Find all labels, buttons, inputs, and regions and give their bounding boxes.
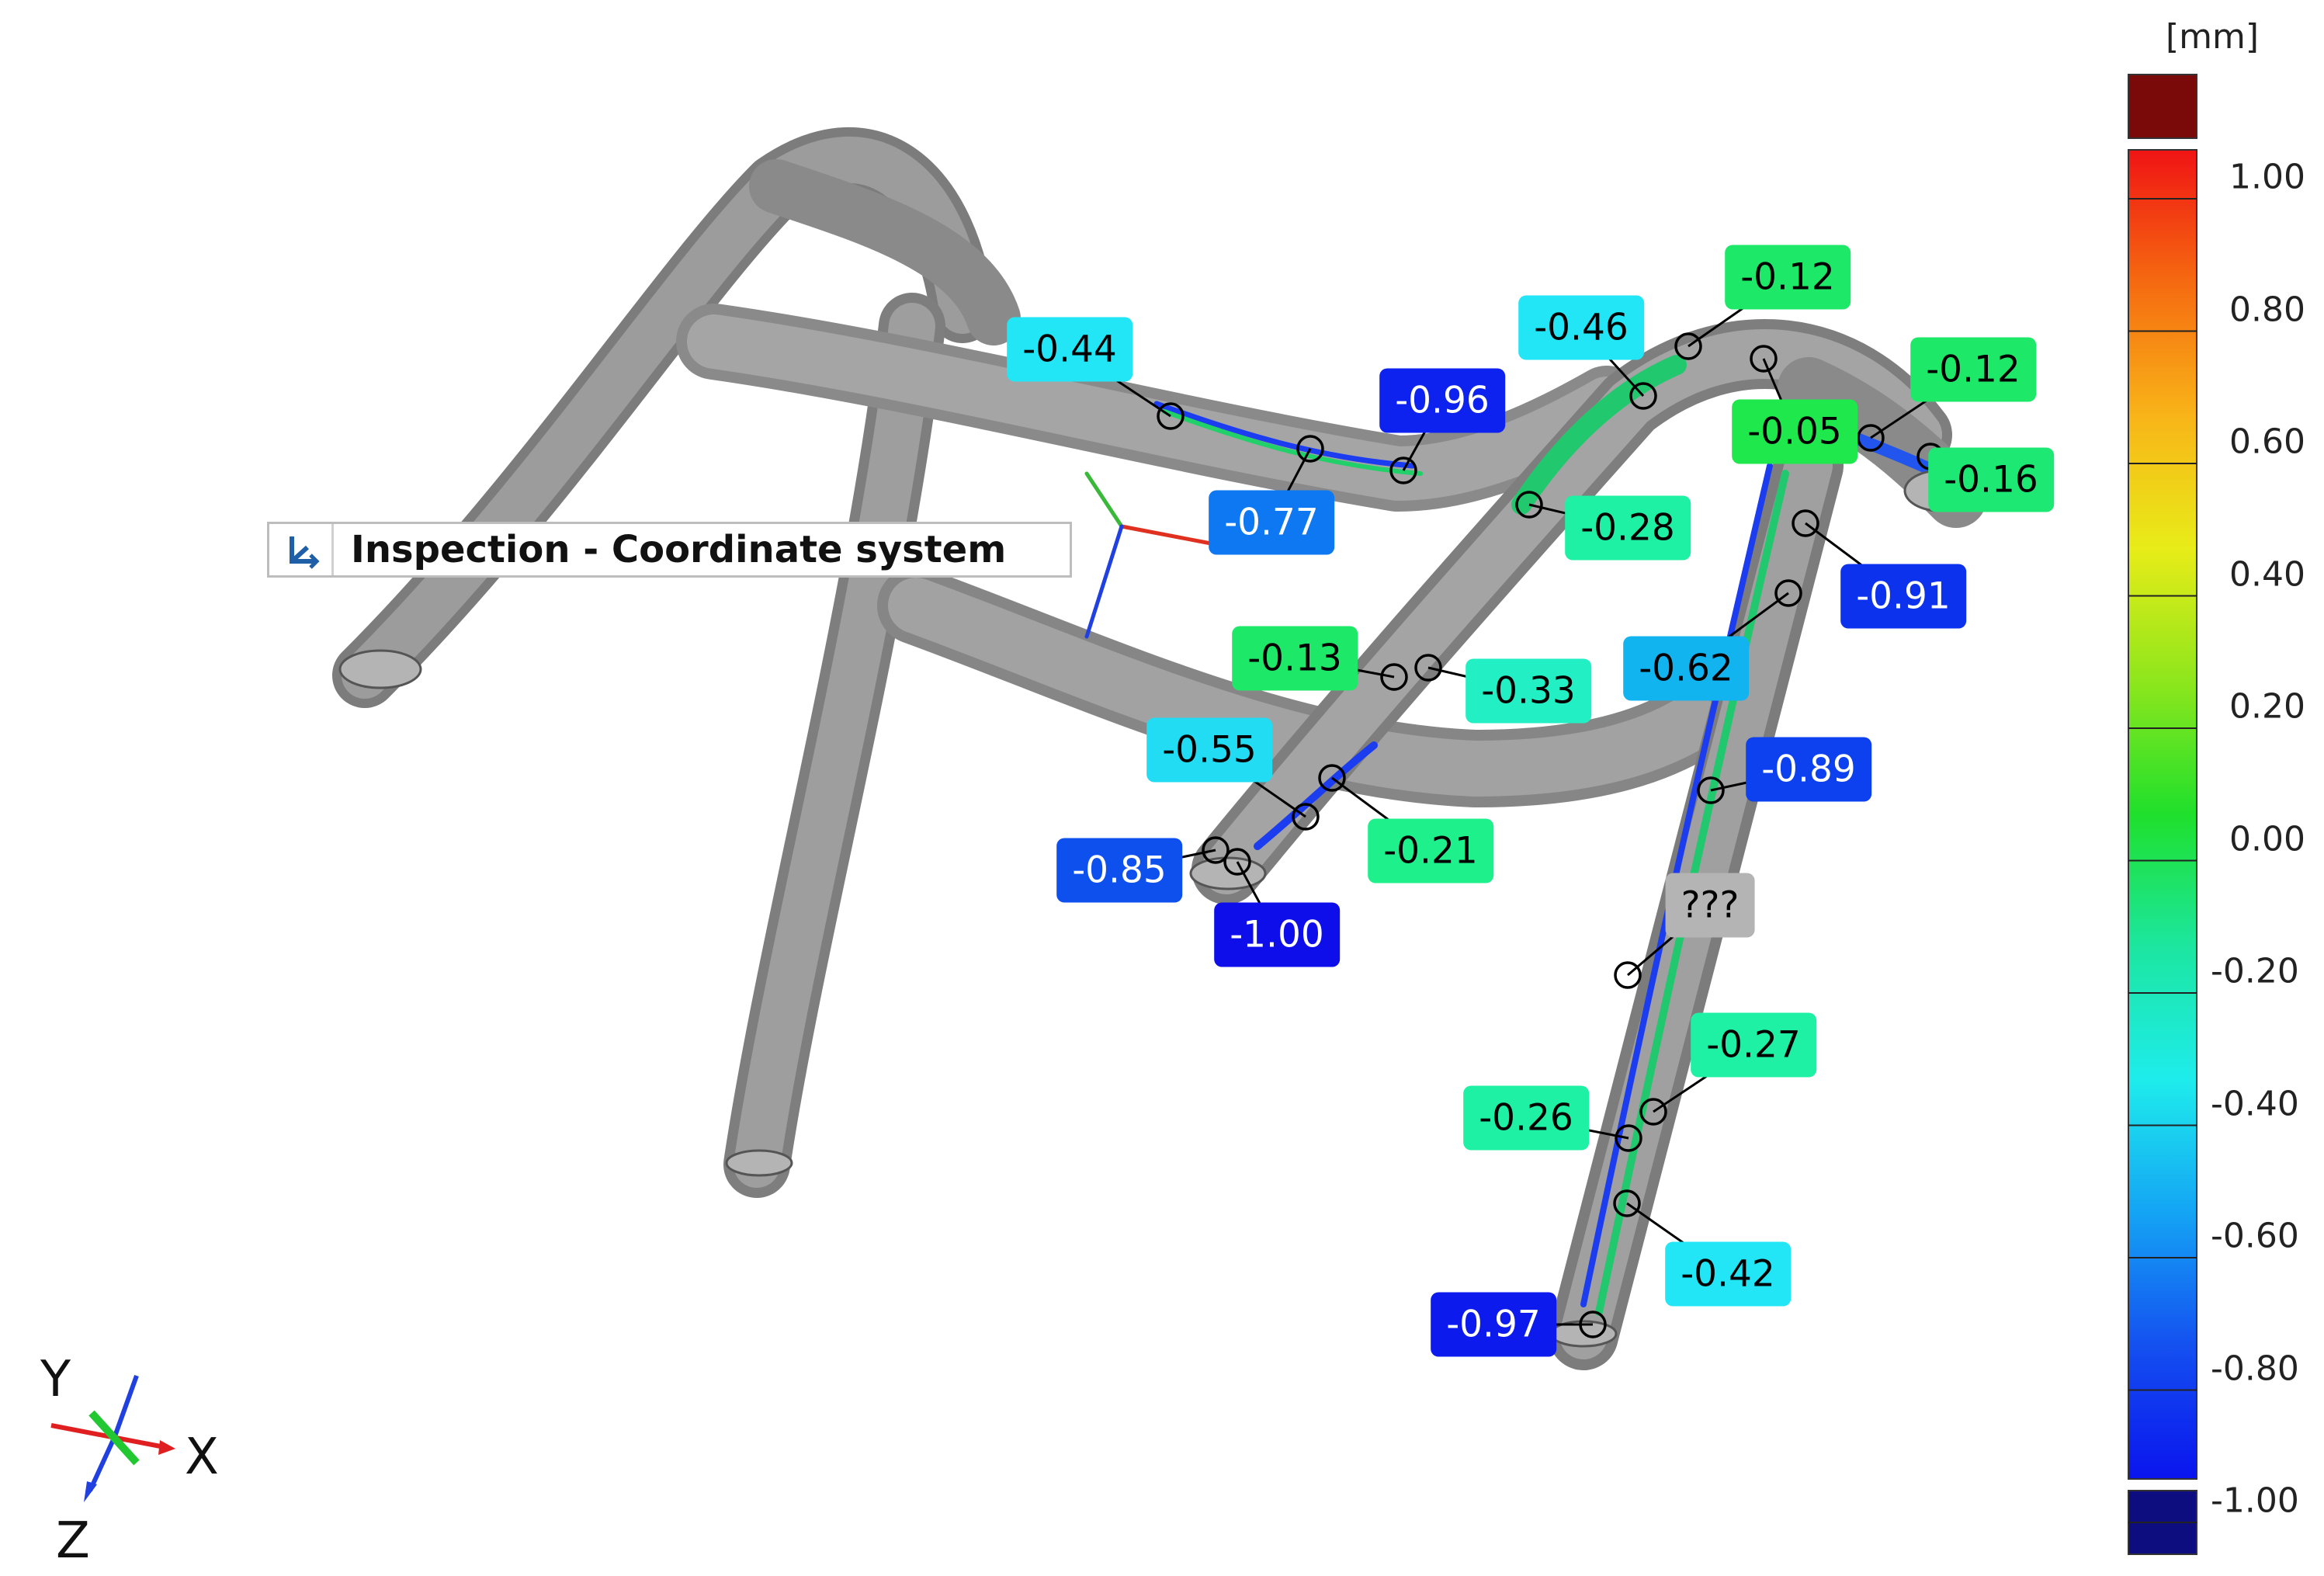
legend-tick-label: 0.40 <box>2229 554 2305 594</box>
deviation-callout[interactable]: -0.42 <box>1665 1241 1791 1307</box>
deviation-callout[interactable]: -0.13 <box>1232 626 1358 691</box>
coordinate-system-text: Inspection - Coordinate system <box>351 528 1007 571</box>
deviation-callout[interactable]: -0.12 <box>1910 337 2036 402</box>
measurement-point[interactable] <box>1614 961 1642 989</box>
deviation-callout[interactable]: -0.12 <box>1725 245 1851 310</box>
measurement-point[interactable] <box>1380 663 1408 691</box>
legend-unit: [mm] <box>2166 17 2260 57</box>
measurement-point[interactable] <box>1414 654 1442 682</box>
measurement-point[interactable] <box>1389 456 1417 484</box>
measurement-point[interactable] <box>1292 803 1320 831</box>
measurement-point[interactable] <box>1697 776 1725 804</box>
triad-x-label: X <box>185 1428 219 1486</box>
measurement-point[interactable] <box>1296 435 1324 463</box>
legend-tick-label: 1.00 <box>2229 157 2305 197</box>
measurement-point[interactable] <box>1579 1310 1607 1338</box>
deviation-callout[interactable]: -0.44 <box>1007 317 1133 382</box>
legend-tick-label: -0.60 <box>2211 1216 2299 1256</box>
legend-tick-label: 0.20 <box>2229 686 2305 727</box>
deviation-callout[interactable]: -0.21 <box>1368 818 1493 883</box>
measurement-point[interactable] <box>1318 764 1346 792</box>
deviation-callout[interactable]: -0.91 <box>1840 564 1966 629</box>
measurement-point[interactable] <box>1674 332 1702 360</box>
deviation-callout[interactable]: -0.05 <box>1732 399 1857 464</box>
measurement-point[interactable] <box>1639 1098 1667 1126</box>
deviation-callout[interactable]: -0.33 <box>1466 658 1591 724</box>
legend-tick-label: 0.00 <box>2229 819 2305 859</box>
deviation-callout[interactable]: -0.96 <box>1379 368 1505 433</box>
deviation-callout[interactable]: -0.16 <box>1928 447 2054 512</box>
deviation-callout[interactable]: -0.62 <box>1623 636 1749 701</box>
deviation-callout[interactable]: -0.97 <box>1431 1292 1556 1357</box>
deviation-callout[interactable]: -0.28 <box>1565 495 1691 561</box>
measurement-point[interactable] <box>1515 491 1543 519</box>
legend-tick-label: 0.60 <box>2229 422 2305 462</box>
deviation-callout[interactable]: -0.26 <box>1463 1085 1589 1151</box>
measurement-point[interactable] <box>1613 1189 1641 1217</box>
deviation-callout[interactable]: -0.46 <box>1518 295 1644 360</box>
measurement-point[interactable] <box>1792 509 1819 537</box>
tube-top-hoop <box>749 159 1021 345</box>
measurement-point[interactable] <box>1774 579 1802 607</box>
measurement-point[interactable] <box>1629 382 1657 410</box>
deviation-callout[interactable]: -0.55 <box>1146 717 1272 783</box>
measurement-point[interactable] <box>1157 402 1185 430</box>
measurement-point[interactable] <box>1223 848 1251 876</box>
measurement-point[interactable] <box>1750 345 1778 373</box>
triad-z-label: Z <box>56 1512 90 1570</box>
legend-tick-label: -0.40 <box>2211 1084 2299 1123</box>
legend-tick-label: -1.00 <box>2211 1481 2299 1521</box>
coordinate-system-icon <box>269 524 334 575</box>
deviation-callout[interactable]: -0.27 <box>1691 1012 1816 1078</box>
coordinate-system-label[interactable]: Inspection - Coordinate system <box>267 522 1072 578</box>
deviation-callout[interactable]: -0.85 <box>1056 838 1182 903</box>
measurement-point[interactable] <box>1615 1124 1642 1152</box>
deviation-callout[interactable]: -0.89 <box>1746 737 1871 802</box>
deviation-callout[interactable]: -1.00 <box>1214 902 1340 967</box>
measurement-point[interactable] <box>1857 424 1885 452</box>
measurement-point[interactable] <box>1202 836 1230 864</box>
legend-tick-label: -0.20 <box>2211 951 2299 991</box>
triad-y-label: Y <box>40 1351 71 1408</box>
deviation-callout[interactable]: ??? <box>1665 873 1755 938</box>
legend-tick-label: 0.80 <box>2229 290 2305 329</box>
deviation-callout[interactable]: -0.77 <box>1209 490 1334 555</box>
legend-tick-label: -0.80 <box>2211 1349 2299 1388</box>
